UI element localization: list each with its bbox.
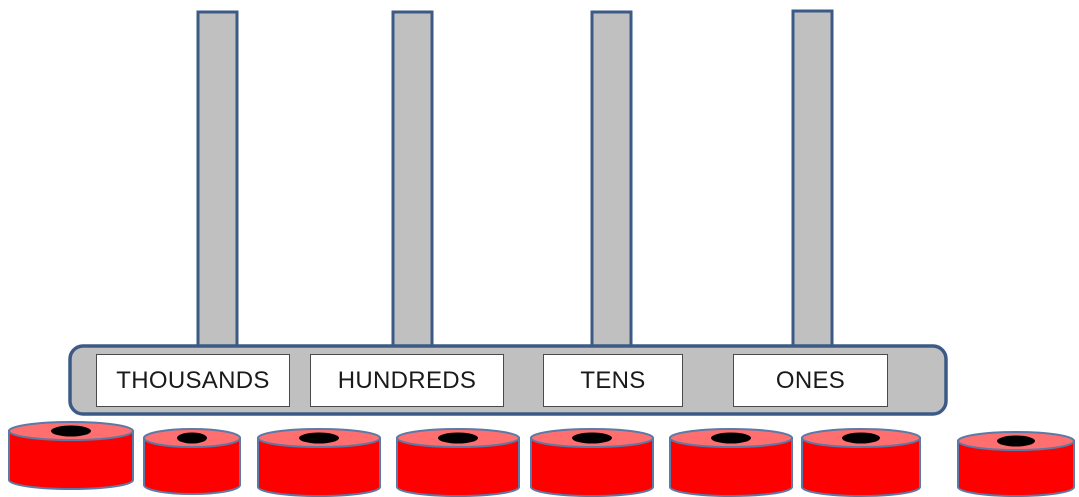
label-tens: TENS [543,354,683,407]
bead[interactable] [801,428,921,497]
bead[interactable] [669,428,793,497]
bead-pile [8,421,1075,497]
label-thousands: THOUSANDS [96,354,290,407]
label-ones: ONES [733,354,888,407]
bead[interactable] [957,431,1075,497]
bead-hole [438,432,478,444]
bead-hole [51,425,91,437]
bead-hole [177,432,207,444]
ones-rod [791,9,834,354]
label-hundreds: HUNDREDS [310,354,504,407]
thousands-rod [196,10,239,354]
bead-hole [842,432,880,444]
bead[interactable] [396,428,520,497]
bead[interactable] [257,428,381,497]
bead[interactable] [143,428,241,495]
bead-hole [711,432,751,444]
bead[interactable] [530,428,654,497]
tens-rod [590,10,633,354]
bead-hole [997,435,1035,447]
hundreds-rod [391,10,434,354]
bead-hole [572,432,612,444]
bead-hole [299,432,339,444]
bead[interactable] [8,421,134,490]
